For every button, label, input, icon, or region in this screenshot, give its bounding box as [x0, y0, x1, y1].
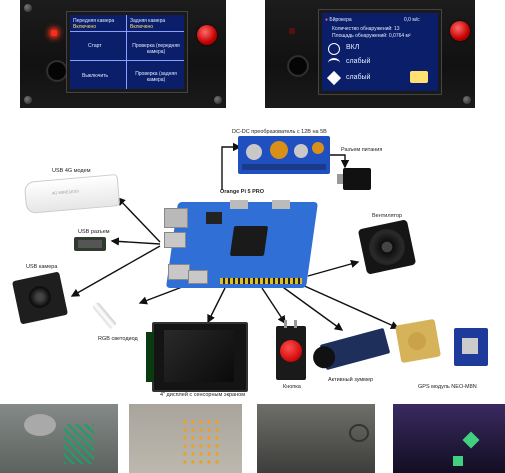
- gps-label: GPS модуль NEO-M8N: [418, 384, 477, 390]
- rgb-led-label: RGB светодиод: [98, 336, 138, 342]
- camera-icon: [410, 71, 428, 83]
- arrow-to-camera: [70, 245, 161, 297]
- detection-photo: [129, 404, 242, 473]
- device-photo-status: ● Бйрокера 0,0 м/с Количество обнаружени…: [265, 0, 475, 108]
- gps-module: [454, 328, 488, 366]
- usb-port: [164, 232, 186, 248]
- usb-connector-label: USB разъем: [78, 229, 110, 235]
- arrow-to-usb-connector: [110, 237, 161, 246]
- power-connector: [337, 168, 371, 190]
- usb-port: [188, 270, 208, 284]
- status-line: Бйрокера: [329, 17, 352, 23]
- usb-connector: [74, 237, 106, 251]
- device-photo-menu: Передняя камера Задняя камера Включено В…: [20, 0, 226, 108]
- button-label: Кнопка: [283, 384, 301, 390]
- power-icon: [328, 43, 340, 55]
- arrow-to-modem: [117, 196, 161, 243]
- power-connector-label: Разъем питания: [341, 147, 383, 153]
- arrow-to-button: [261, 287, 286, 325]
- gpio-header: [220, 278, 302, 284]
- dcdc-label: DC-DC преобразователь с 12В на 5В: [232, 129, 327, 135]
- menu-cell: Включено: [130, 24, 154, 30]
- night-photo: [393, 404, 505, 473]
- arrow-to-gps: [299, 283, 400, 329]
- menu-cell: Выключить: [82, 73, 109, 79]
- modem-brand: 4G WIRELESS: [51, 188, 80, 196]
- status-on: ВКЛ: [346, 44, 360, 51]
- ethernet-port: [164, 208, 188, 228]
- gps-weak: слабый: [346, 74, 371, 81]
- usb-camera-label: USB камера: [26, 264, 58, 270]
- display-label: 4" дисплей с сенсорным экраном: [160, 392, 245, 398]
- usb-port: [168, 264, 190, 280]
- status-screen: ● Бйрокера 0,0 м/с Количество обнаружени…: [319, 10, 441, 94]
- status-led: [289, 28, 295, 34]
- status-speed: 0,0 м/с: [404, 17, 420, 23]
- status-line: Количество обнаружений: 13: [332, 26, 400, 32]
- arrow-dcdc-power: [330, 154, 350, 169]
- menu-cell: Проверка (задняя камера): [135, 71, 177, 83]
- menu-screen: Передняя камера Задняя камера Включено В…: [67, 12, 187, 92]
- menu-cell: Проверка (передняя камера): [132, 43, 180, 55]
- menu-cell: Задняя камера: [130, 18, 166, 24]
- red-button: [197, 25, 217, 45]
- gps-antenna: [395, 318, 441, 364]
- water-photo: [257, 404, 375, 473]
- status-led: [51, 30, 57, 36]
- screw: [463, 96, 471, 104]
- screw: [24, 4, 32, 12]
- arrow-to-buzzer: [279, 284, 344, 331]
- signal-weak: слабый: [346, 58, 371, 65]
- port-hole: [46, 60, 68, 82]
- hdmi-port: [272, 200, 290, 209]
- soc-chip: [229, 226, 269, 256]
- ram-chip: [206, 212, 222, 224]
- port-hole: [287, 55, 309, 77]
- push-button-module: [276, 320, 306, 380]
- menu-cell: Включено: [73, 24, 97, 30]
- fan-label: Вентилятор: [372, 213, 403, 219]
- menu-cell: Передняя камера: [73, 18, 115, 24]
- screw: [24, 96, 32, 104]
- usb-modem-label: USB 4G модем: [52, 168, 91, 174]
- menu-cell: Старт: [88, 43, 102, 49]
- orange-pi-board: [162, 198, 319, 290]
- arrow-to-dcdc: [221, 142, 242, 190]
- status-line: Площадь обнаружений: 0,0764 м²: [332, 33, 411, 39]
- board-label: Orange Pi 5 PRO: [220, 189, 265, 195]
- wifi-icon: [328, 58, 340, 68]
- red-button: [450, 21, 470, 41]
- touch-display: [146, 322, 248, 392]
- hdmi-port: [230, 200, 248, 209]
- buzzer-label: Активный зуммер: [328, 377, 374, 383]
- field-photo: [0, 404, 118, 473]
- dcdc-module: [238, 136, 330, 174]
- screw: [214, 96, 222, 104]
- arrow-to-fan: [307, 259, 360, 277]
- arrow-to-display: [207, 287, 226, 324]
